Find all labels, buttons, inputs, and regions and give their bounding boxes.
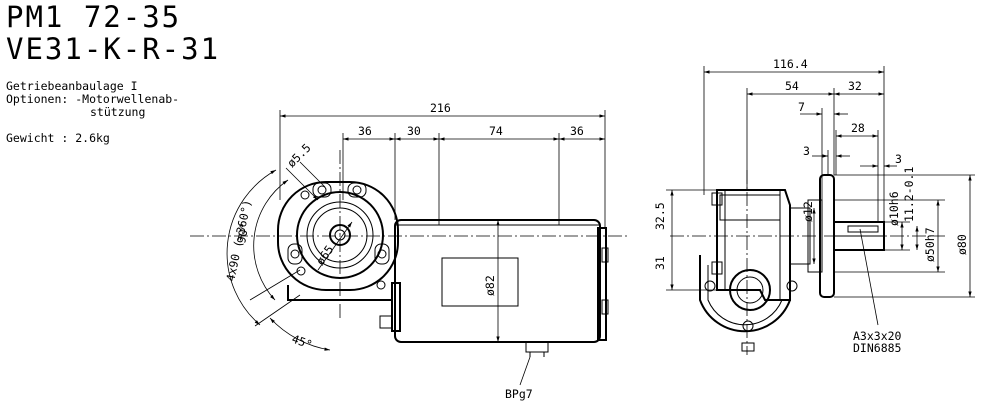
label-key-2: DIN6885 xyxy=(853,341,901,355)
note-weight: Gewicht : 2.6kg xyxy=(6,131,110,145)
side-screws xyxy=(704,192,798,352)
dim-seg-2: 30 xyxy=(407,124,421,138)
dim-bolt-circle: ø65 xyxy=(313,243,336,268)
dim-side-7: 7 xyxy=(798,100,805,114)
note-options: Optionen: -Motorwellenab- xyxy=(6,92,179,106)
dim-side-3a: 3 xyxy=(803,144,810,158)
dim-side-overall: 116.4 xyxy=(773,57,808,71)
dim-side-54: 54 xyxy=(785,79,799,93)
front-view: BPg7 216 36 30 74 36 ø82 ø5.5 ø65 xyxy=(190,101,630,401)
dim-side-d10: ø10h6 xyxy=(887,191,901,226)
dim-side-11-2: 11.2-0.1 xyxy=(902,167,916,222)
title-line-1: PM1 72-35 xyxy=(6,0,181,34)
dim-angle-45: 45° xyxy=(290,332,314,352)
side-view: A3x3x20 DIN6885 116.4 54 32 7 28 3 3 xyxy=(653,57,975,355)
dim-motor-diameter: ø82 xyxy=(483,275,497,296)
note-mounting-position: Getriebeanbaulage I xyxy=(6,79,138,93)
dim-overall-length: 216 xyxy=(430,101,451,115)
dim-side-d50: ø50h7 xyxy=(923,227,937,262)
bolt-slots xyxy=(287,182,390,290)
dim-seg-3: 74 xyxy=(489,124,503,138)
label-key-1: A3x3x20 xyxy=(853,329,902,343)
note-options-cont: stützung xyxy=(90,105,145,119)
dim-side-3b: 3 xyxy=(895,152,902,166)
dim-side-d80: ø80 xyxy=(955,234,969,255)
dim-side-32: 32 xyxy=(848,79,862,93)
title-line-2: VE31-K-R-31 xyxy=(6,32,220,66)
title-block: PM1 72-35 VE31-K-R-31 Getriebeanbaulage … xyxy=(6,0,220,145)
dim-side-d12: ø12 xyxy=(801,201,815,222)
dim-side-31: 31 xyxy=(653,256,667,270)
dim-seg-1: 36 xyxy=(358,124,372,138)
dim-hole-diameter: ø5.5 xyxy=(284,141,313,170)
label-connector: BPg7 xyxy=(505,387,533,401)
dim-seg-4: 36 xyxy=(570,124,584,138)
dim-side-32-5: 32.5 xyxy=(653,202,667,230)
dim-side-28: 28 xyxy=(851,121,865,135)
dim-angle-90: 90° xyxy=(234,222,251,245)
